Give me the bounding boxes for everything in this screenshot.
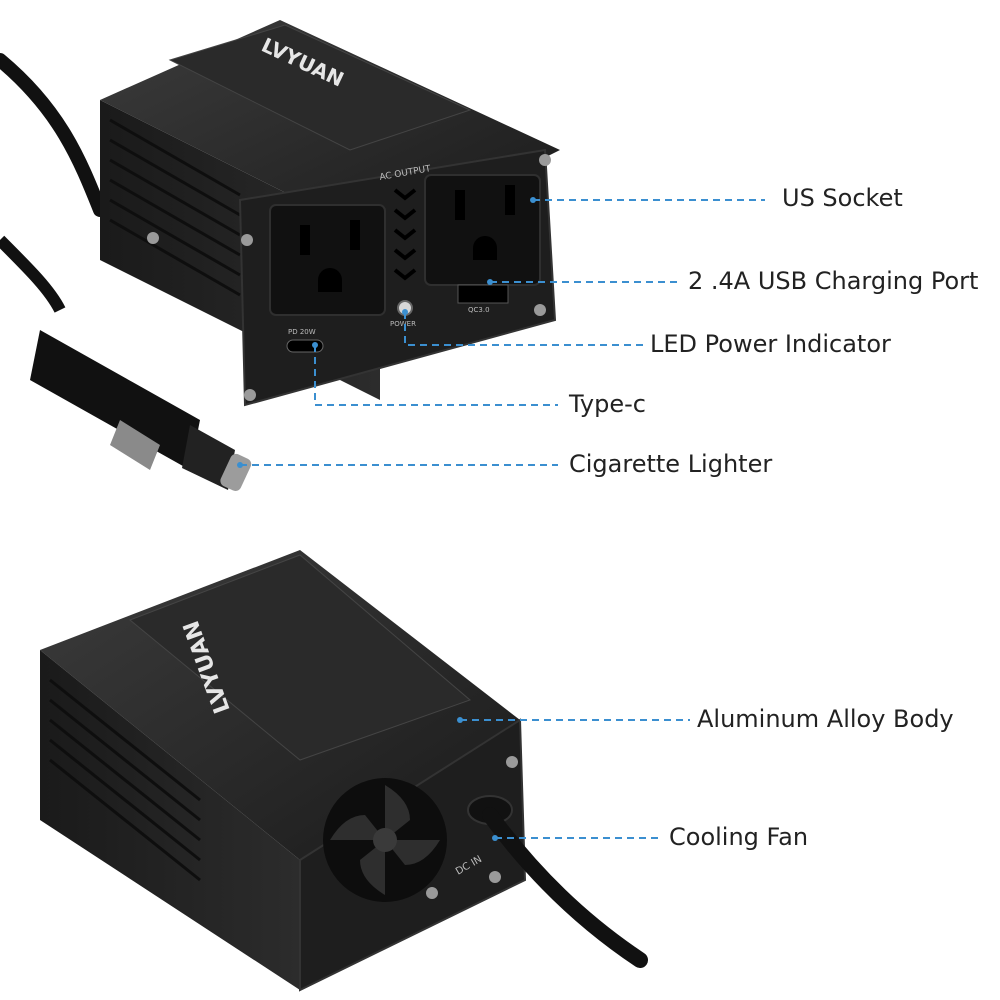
- leader-type-c: [314, 345, 558, 406]
- us-socket-right: [424, 174, 541, 286]
- power-label: POWER: [390, 320, 416, 328]
- qc-label: QC3.0: [468, 306, 490, 314]
- power-cable: [0, 53, 107, 217]
- callout-usb-port: 2 .4A USB Charging Port: [688, 267, 979, 295]
- screws: [147, 154, 551, 401]
- top-inverter-view: AC OUTPUT POWER PD 20W QC3.0 LVYUAN: [0, 20, 560, 491]
- pd-label: PD 20W: [288, 328, 316, 336]
- leader-led: [404, 312, 645, 346]
- us-socket-left: [269, 204, 386, 316]
- callout-fan: Cooling Fan: [669, 823, 809, 851]
- callout-us-socket: US Socket: [782, 184, 903, 212]
- leader-lines: [240, 199, 765, 839]
- leader-dots: [237, 197, 536, 841]
- callout-led: LED Power Indicator: [650, 330, 891, 358]
- front-vents: [393, 188, 417, 281]
- cooling-fan-icon: [323, 778, 447, 902]
- callout-cigarette: Cigarette Lighter: [569, 450, 773, 478]
- bottom-inverter-left: [40, 650, 300, 990]
- bottom-inverter-view: DC IN LVYUAN: [40, 550, 648, 992]
- usb-port-icon: [457, 284, 509, 304]
- lighter-cable: [0, 235, 66, 313]
- callout-alloy: Aluminum Alloy Body: [697, 705, 954, 733]
- bottom-screws: [426, 756, 518, 899]
- top-label-plate: [168, 24, 472, 151]
- dc-in-cable: [467, 795, 648, 968]
- cigarette-lighter-plug: [30, 330, 252, 491]
- bottom-label-plate: [129, 554, 471, 761]
- callout-type-c: Type-c: [569, 390, 646, 418]
